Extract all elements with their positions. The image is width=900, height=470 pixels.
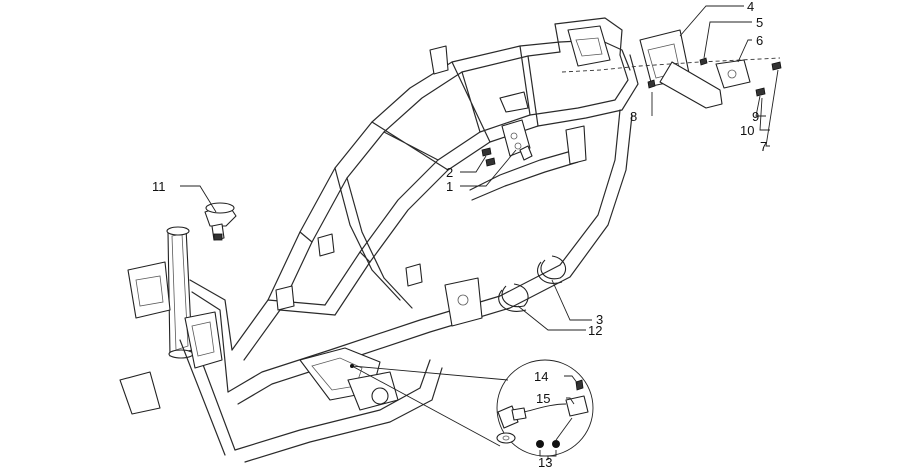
callout-10: 10: [740, 123, 754, 138]
callout-5: 5: [756, 15, 763, 30]
callout-8: 8: [630, 109, 637, 124]
part-rear-bracket: [639, 29, 782, 109]
callout-9: 9: [752, 109, 759, 124]
callout-11: 11: [152, 179, 166, 194]
detail-inset: [350, 359, 594, 460]
callout-14: 14: [534, 369, 548, 384]
scooter-frame: [119, 17, 639, 463]
callout-15: 15: [536, 391, 550, 406]
callout-4: 4: [747, 0, 754, 14]
callout-2: 2: [446, 165, 453, 180]
callout-1: 1: [446, 179, 453, 194]
callout-7: 7: [760, 139, 767, 154]
assembly-line: [561, 57, 781, 73]
leader-lines: [180, 5, 779, 405]
callout-12: 12: [588, 323, 602, 338]
part-clips: [498, 255, 567, 312]
callout-13: 13: [538, 455, 552, 470]
callout-labels: 1 2 3 4 5 6 7 8 9 10 11 12 13 14 15: [152, 0, 767, 470]
part-ignition-switch: [204, 202, 237, 241]
callout-3: 3: [596, 312, 603, 327]
part-bracket-1: [481, 119, 533, 167]
callout-6: 6: [756, 33, 763, 48]
